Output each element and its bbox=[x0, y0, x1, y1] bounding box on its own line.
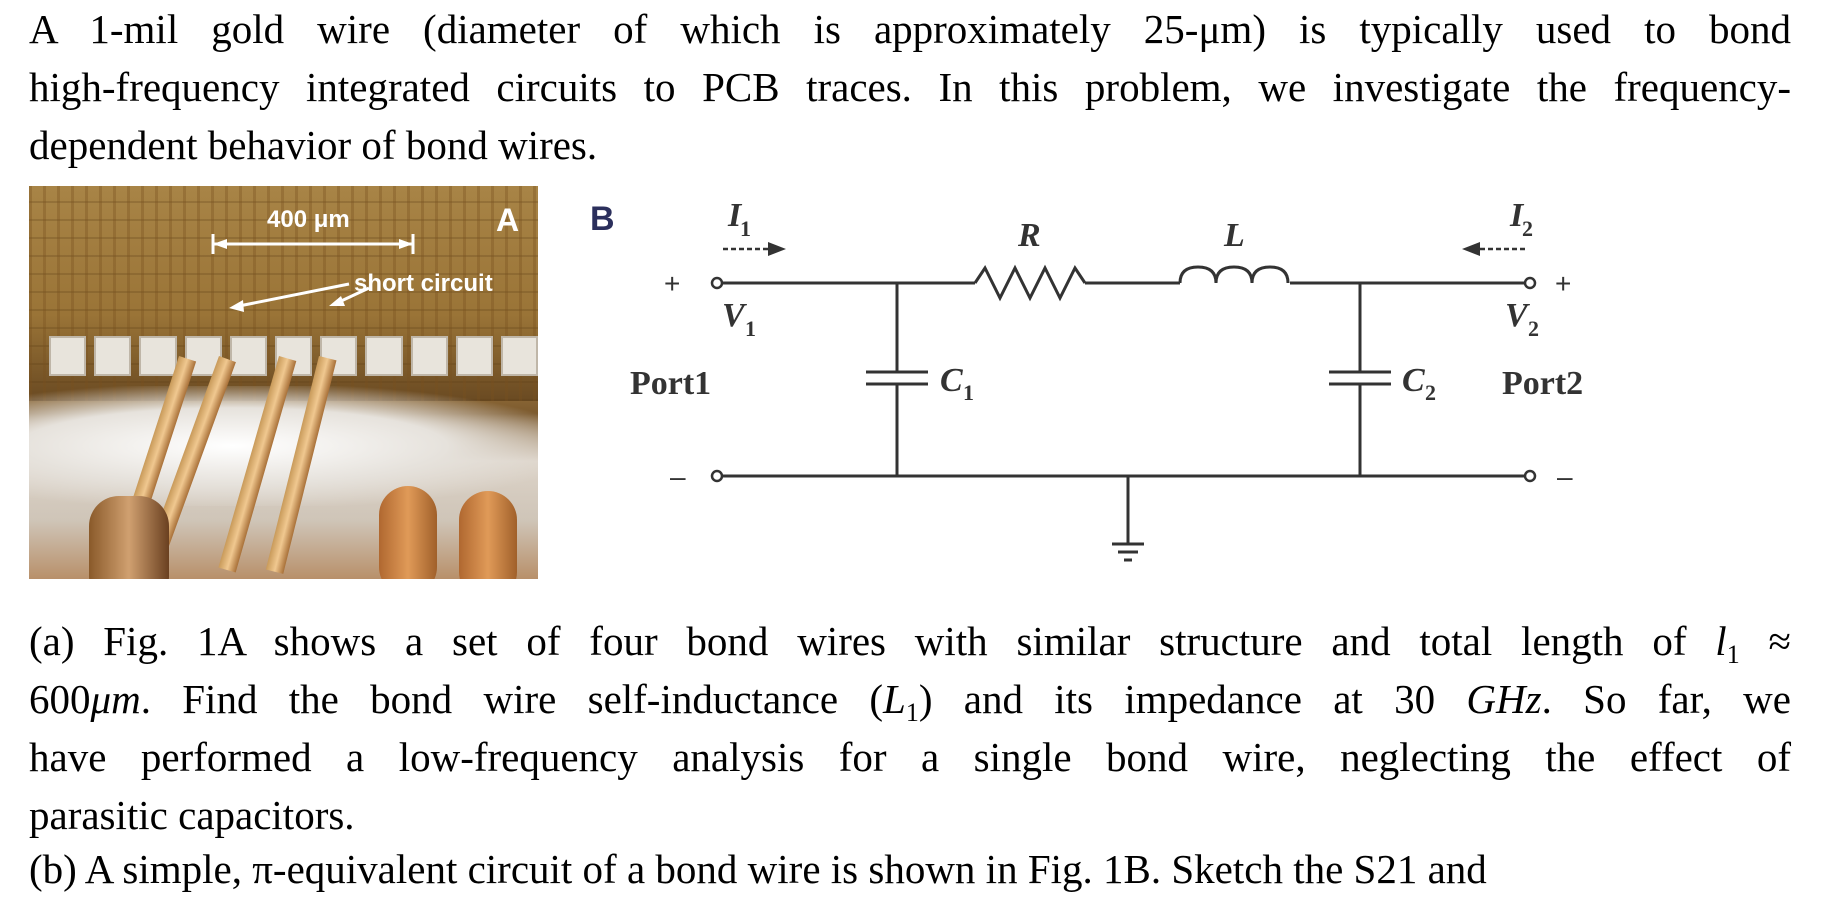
panel-label-b: B bbox=[590, 200, 615, 238]
label-c2: C bbox=[1402, 362, 1425, 399]
label-l: L bbox=[1223, 217, 1245, 254]
part-a-line-2: 600μm. Find the bond wire self-inductanc… bbox=[29, 670, 1791, 728]
approx-sign: ≈ bbox=[1768, 618, 1791, 664]
part-a-line-2-text-3: . So far, we bbox=[1541, 676, 1791, 722]
port1-plus-sign: + bbox=[664, 268, 680, 299]
math-L1: L bbox=[883, 676, 906, 722]
intro-line-3: dependent behavior of bond wires. bbox=[29, 122, 598, 168]
label-port1: Port1 bbox=[630, 365, 711, 402]
part-b-paragraph: (b) A simple, π-equivalent circuit of a … bbox=[29, 840, 1791, 898]
label-v2: V bbox=[1505, 297, 1530, 334]
bond-wire-micrograph: 400 μm A short circuit bbox=[29, 186, 538, 579]
part-a-line-2-text-1: . Find the bond wire self-inductance ( bbox=[140, 676, 883, 722]
port2-plus-sign: + bbox=[1555, 268, 1571, 299]
annotation-arrow-2 bbox=[338, 286, 370, 304]
part-b-line-1: (b) A simple, π-equivalent circuit of a … bbox=[29, 846, 1487, 892]
label-v2-sub: 2 bbox=[1528, 316, 1539, 341]
part-a-line-2-text-2: ) and its impedance at 30 bbox=[918, 676, 1436, 722]
panel-label-a: A bbox=[496, 202, 520, 238]
port2-minus-sign: – bbox=[1557, 461, 1573, 492]
bond-pad-row bbox=[49, 336, 538, 376]
annotation-arrow-1 bbox=[238, 282, 350, 308]
part-a-line-4: parasitic capacitors. bbox=[29, 792, 355, 838]
label-port2: Port2 bbox=[1502, 365, 1583, 402]
label-c1: C bbox=[940, 362, 963, 399]
intro-paragraph: A 1-mil gold wire (diameter of which is … bbox=[29, 0, 1791, 174]
port1-minus-terminal bbox=[710, 469, 724, 483]
short-circuit-label: short circuit bbox=[354, 270, 493, 297]
label-i2-sub: 2 bbox=[1522, 216, 1533, 241]
label-r: R bbox=[1017, 217, 1041, 254]
inductor-symbol bbox=[1178, 265, 1290, 284]
scale-bar-label: 400 μm bbox=[267, 206, 350, 233]
part-a-paragraph: (a) Fig. 1A shows a set of four bond wir… bbox=[29, 612, 1791, 844]
part-a-line-1-text: (a) Fig. 1A shows a set of four bond wir… bbox=[29, 618, 1687, 664]
math-l1: l bbox=[1715, 618, 1727, 664]
length-value: 600 bbox=[29, 676, 91, 722]
label-i1-sub: 1 bbox=[740, 216, 751, 241]
part-a-line-1: (a) Fig. 1A shows a set of four bond wir… bbox=[29, 612, 1791, 670]
intro-line-2: high-frequency integrated circuits to PC… bbox=[29, 64, 1791, 110]
port1-plus-terminal bbox=[710, 276, 724, 290]
pi-equivalent-circuit: B I 1 I 2 V 1 V 2 R L C 1 C bbox=[590, 197, 1583, 562]
frequency-unit: GHz bbox=[1466, 676, 1542, 722]
label-i1: I bbox=[727, 197, 743, 234]
label-c1-sub: 1 bbox=[963, 380, 974, 405]
math-l1-sub: 1 bbox=[1726, 640, 1740, 669]
micrograph-annotations bbox=[211, 234, 415, 312]
math-L1-sub: 1 bbox=[905, 698, 919, 727]
resistor-symbol bbox=[973, 264, 1087, 302]
intro-line-1: A 1-mil gold wire (diameter of which is … bbox=[29, 6, 1791, 52]
length-unit: μm bbox=[90, 676, 141, 722]
label-v1: V bbox=[722, 297, 747, 334]
label-c2-sub: 2 bbox=[1425, 380, 1436, 405]
label-v1-sub: 1 bbox=[745, 316, 756, 341]
port2-plus-terminal bbox=[1523, 276, 1537, 290]
part-a-line-3: have performed a low-frequency analysis … bbox=[29, 734, 1791, 780]
port2-minus-terminal bbox=[1523, 469, 1537, 483]
port1-minus-sign: – bbox=[670, 461, 686, 492]
label-i2: I bbox=[1509, 197, 1525, 234]
